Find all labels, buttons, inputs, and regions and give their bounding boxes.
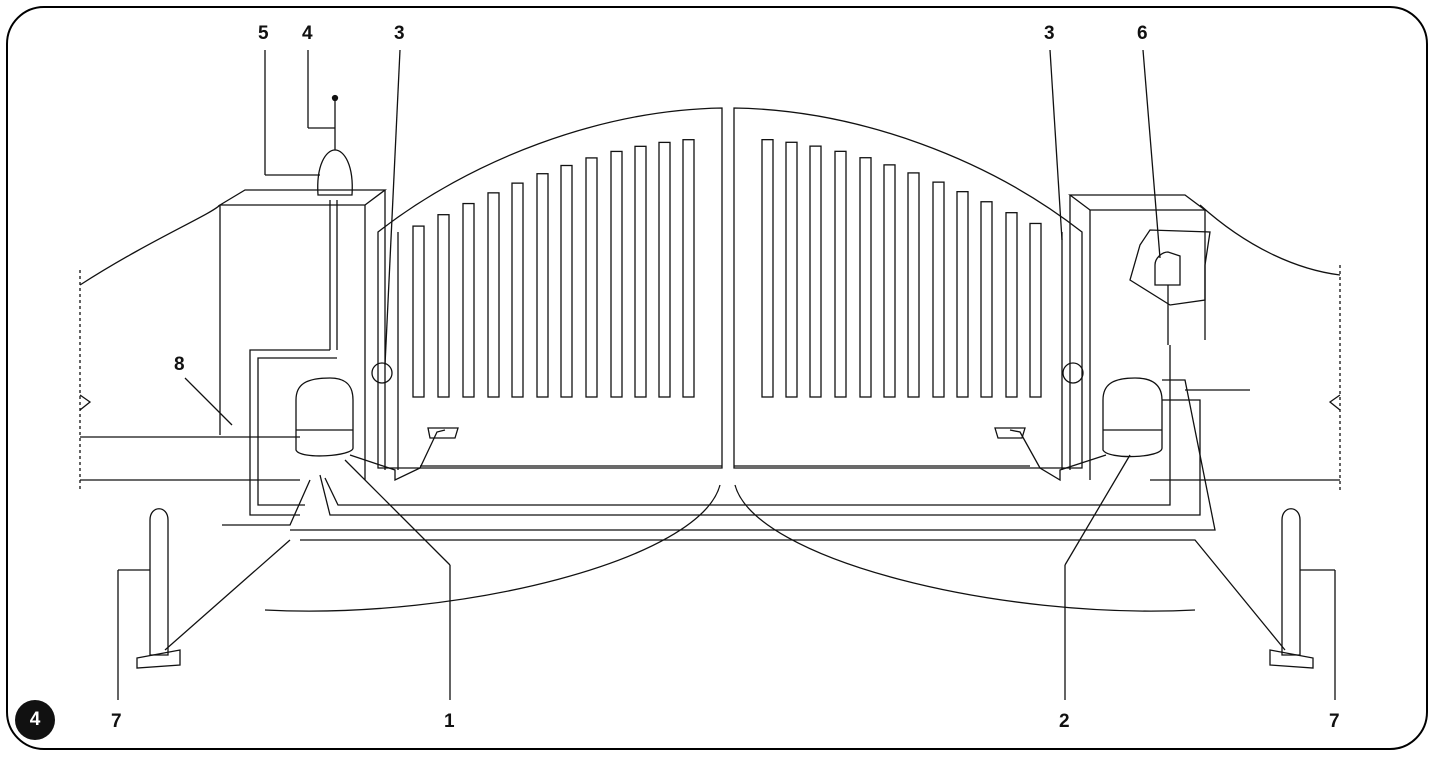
callout-3-right: 3 — [1044, 23, 1055, 44]
callout-5: 5 — [258, 23, 269, 44]
flashing-light — [317, 94, 353, 350]
callout-7-left: 7 — [111, 711, 122, 732]
floor-lines — [264, 465, 1196, 612]
right-motor — [994, 377, 1163, 482]
gate-bars — [412, 139, 1042, 398]
leader-lines — [117, 49, 1336, 700]
left-photocell-post — [136, 508, 181, 669]
right-wall — [1150, 204, 1341, 490]
right-photocell-post — [1269, 508, 1314, 669]
diagram-frame — [6, 6, 1428, 750]
photocells — [371, 362, 1084, 384]
left-wall — [79, 204, 300, 490]
right-gate-leaf — [733, 107, 1083, 470]
left-motor — [295, 377, 459, 482]
callout-3-left: 3 — [394, 23, 405, 44]
callout-7-right: 7 — [1329, 711, 1340, 732]
callout-6: 6 — [1137, 23, 1148, 44]
callout-4: 4 — [302, 23, 313, 44]
key-selector — [1129, 229, 1211, 345]
callout-2: 2 — [1059, 711, 1070, 732]
callout-8: 8 — [174, 354, 185, 375]
right-pillar — [1068, 194, 1207, 480]
figure-number-badge: 4 — [15, 700, 55, 740]
left-pillar — [217, 189, 387, 480]
cable-runs — [164, 345, 1286, 651]
callout-1: 1 — [444, 711, 455, 732]
left-gate-leaf — [377, 107, 723, 470]
